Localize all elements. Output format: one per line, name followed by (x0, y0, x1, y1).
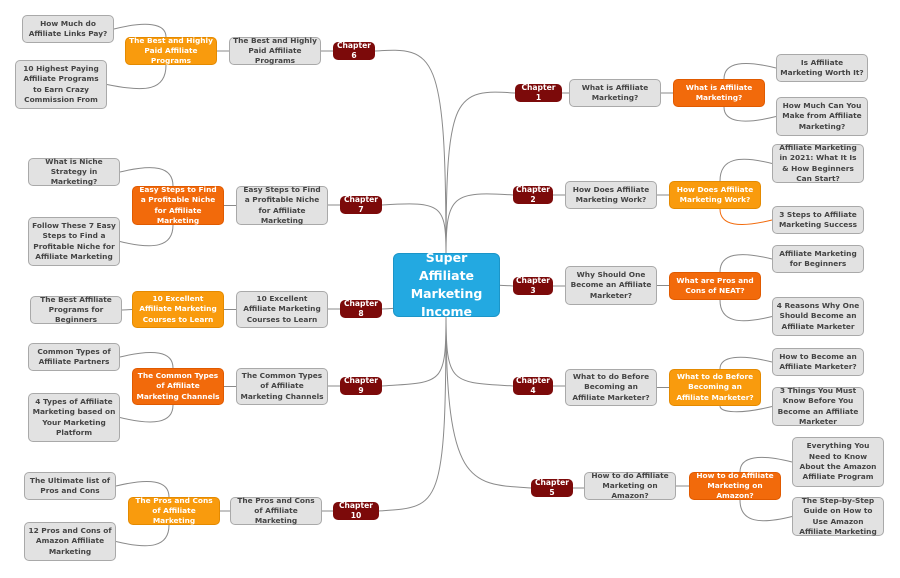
chapter-7-node[interactable]: Chapter 7 (340, 195, 382, 214)
highlight-to-leaf-link (119, 167, 174, 187)
chapter-9-highlight[interactable]: The Common Types of Affiliate Marketing … (132, 368, 224, 405)
center-to-chapter-link (445, 315, 532, 489)
highlight-to-leaf-link (106, 64, 167, 90)
center-to-chapter-link (374, 49, 447, 255)
chapter-6-leaf[interactable]: How Much do Affiliate Links Pay? (22, 15, 114, 43)
chapter-1-topic[interactable]: What is Affiliate Marketing? (569, 79, 661, 107)
chapter-5-leaf[interactable]: The Step-by-Step Guide on How to Use Ama… (792, 496, 884, 536)
highlight-to-leaf-link (739, 499, 793, 522)
chapter-6-node[interactable]: Chapter 6 (333, 41, 375, 60)
chapter-4-node[interactable]: Chapter 4 (513, 376, 553, 395)
highlight-to-leaf-link (719, 254, 773, 273)
highlight-to-leaf-link (719, 405, 773, 413)
chapter-4-topic[interactable]: What to do Before Becoming an Affiliate … (565, 369, 657, 406)
chapter-3-leaf[interactable]: 4 Reasons Why One Should Become an Affil… (772, 297, 864, 336)
highlight-to-leaf-link (723, 106, 777, 122)
chapter-7-topic[interactable]: Easy Steps to Find a Profitable Niche fo… (236, 185, 328, 225)
chapter-6-highlight[interactable]: The Best and Highly Paid Affiliate Progr… (125, 36, 217, 65)
center-to-chapter-link (381, 315, 447, 387)
chapter-6-topic[interactable]: The Best and Highly Paid Affiliate Progr… (229, 36, 321, 65)
chapter-4-highlight[interactable]: What to do Before Becoming an Affiliate … (669, 369, 761, 406)
highlight-to-leaf-link (719, 208, 773, 225)
center-to-chapter-link (445, 91, 516, 255)
chapter-9-node[interactable]: Chapter 9 (340, 376, 382, 395)
highlight-to-leaf-link (719, 158, 773, 182)
chapter-10-highlight[interactable]: The Pros and Cons of Affiliate Marketing (128, 496, 220, 525)
chapter-7-leaf[interactable]: Follow These 7 Easy Steps to Find a Prof… (28, 217, 120, 266)
chapter-5-leaf[interactable]: Everything You Need to Know About the Am… (792, 437, 884, 487)
chapter-3-node[interactable]: Chapter 3 (513, 276, 553, 295)
chapter-10-node[interactable]: Chapter 10 (333, 501, 379, 520)
chapter-3-topic[interactable]: Why Should One Become an Affiliate Marke… (565, 266, 657, 305)
chapter-5-node[interactable]: Chapter 5 (531, 478, 573, 497)
central-topic[interactable]: Super Affiliate Marketing Income (393, 250, 500, 319)
chapter-3-highlight[interactable]: What are Pros and Cons of NEAT? (669, 272, 761, 300)
chapter-7-leaf[interactable]: What is Niche Strategy in Marketing? (28, 157, 120, 186)
highlight-to-leaf-link (115, 481, 170, 498)
chapter-1-leaf[interactable]: Is Affiliate Marketing Worth It? (776, 54, 868, 82)
chapter-5-highlight[interactable]: How to do Affiliate Marketing on Amazon? (689, 471, 781, 500)
highlight-to-leaf-link (719, 356, 773, 370)
center-to-chapter-link (445, 315, 514, 387)
chapter-8-topic[interactable]: 10 Excellent Affiliate Marketing Courses… (236, 291, 328, 328)
chapter-4-leaf[interactable]: How to Become an Affiliate Marketer? (772, 348, 864, 376)
chapter-2-node[interactable]: Chapter 2 (513, 185, 553, 204)
chapter-2-topic[interactable]: How Does Affiliate Marketing Work? (565, 181, 657, 209)
chapter-3-leaf[interactable]: Affiliate Marketing for Beginners (772, 245, 864, 273)
chapter-5-topic[interactable]: How to do Affiliate Marketing on Amazon? (584, 471, 676, 500)
chapter-9-leaf[interactable]: Common Types of Affiliate Partners (28, 343, 120, 371)
highlight-to-leaf-link (119, 224, 174, 247)
chapter-8-leaf[interactable]: The Best Affiliate Programs for Beginner… (30, 295, 122, 324)
chapter-10-leaf[interactable]: The Ultimate list of Pros and Cons (24, 472, 116, 500)
highlight-to-leaf-link (119, 352, 174, 369)
center-to-chapter-link (381, 203, 447, 255)
highlight-to-leaf-link (121, 309, 133, 311)
chapter-2-highlight[interactable]: How Does Affiliate Marketing Work? (669, 181, 761, 209)
chapter-9-leaf[interactable]: 4 Types of Affiliate Marketing based on … (28, 393, 120, 442)
center-to-chapter-link (445, 193, 514, 255)
highlight-to-leaf-link (719, 299, 773, 322)
highlight-to-leaf-link (115, 524, 170, 547)
center-to-chapter-link (378, 315, 447, 512)
chapter-7-highlight[interactable]: Easy Steps to Find a Profitable Niche fo… (132, 185, 224, 225)
chapter-10-leaf[interactable]: 12 Pros and Cons of Amazon Affiliate Mar… (24, 522, 116, 561)
highlight-to-leaf-link (739, 456, 793, 473)
chapter-1-highlight[interactable]: What is Affiliate Marketing? (673, 79, 765, 107)
chapter-8-highlight[interactable]: 10 Excellent Affiliate Marketing Courses… (132, 291, 224, 328)
highlight-to-leaf-link (113, 23, 167, 38)
chapter-1-leaf[interactable]: How Much Can You Make from Affiliate Mar… (776, 97, 868, 136)
chapter-6-leaf[interactable]: 10 Highest Paying Affiliate Programs to … (15, 60, 107, 109)
chapter-9-topic[interactable]: The Common Types of Affiliate Marketing … (236, 368, 328, 405)
chapter-4-leaf[interactable]: 3 Things You Must Know Before You Become… (772, 386, 864, 426)
highlight-to-leaf-link (119, 404, 174, 423)
chapter-1-node[interactable]: Chapter 1 (515, 83, 562, 102)
chapter-8-node[interactable]: Chapter 8 (340, 299, 382, 318)
chapter-2-leaf[interactable]: 3 Steps to Affiliate Marketing Success (772, 206, 864, 234)
chapter-10-topic[interactable]: The Pros and Cons of Affiliate Marketing (230, 496, 322, 525)
chapter-2-leaf[interactable]: Affiliate Marketing in 2021: What It Is … (772, 143, 864, 183)
highlight-to-leaf-link (723, 63, 777, 80)
